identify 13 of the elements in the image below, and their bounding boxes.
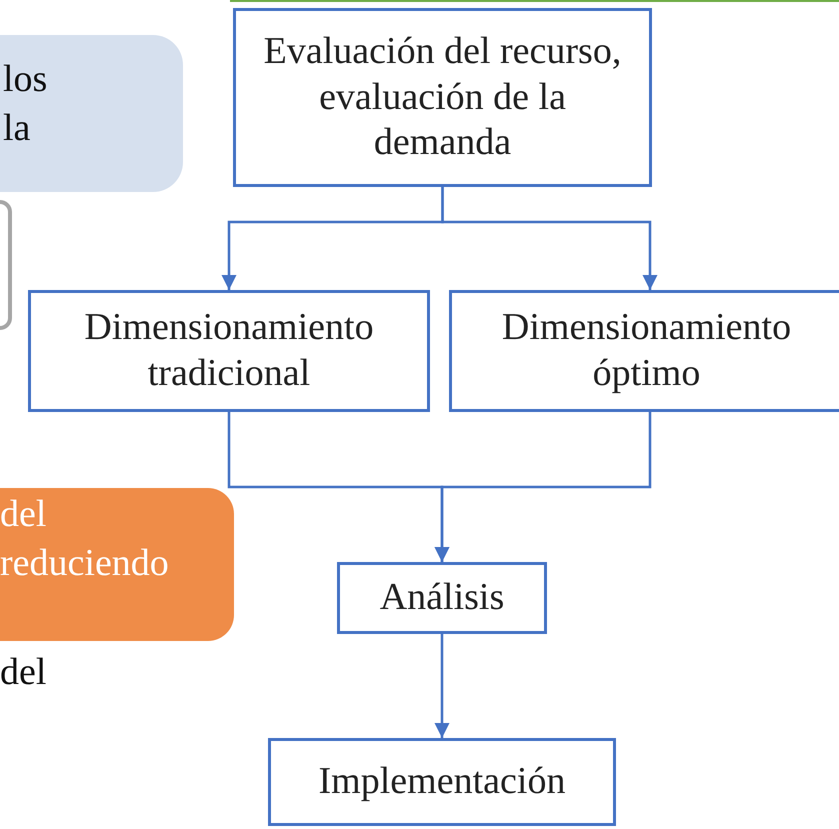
process-box: Dimensionamiento tradicional [28,290,430,412]
arrow [434,634,450,738]
process-box: Dimensionamiento óptimo [449,290,839,412]
process-box: Implementación [268,738,616,826]
callout-text: los la [3,57,48,151]
process-box: Análisis [337,562,547,634]
callout-text: del reduciendo [0,492,170,586]
text-fragment: del [0,650,46,695]
callout-box [0,35,183,192]
callout-box [0,488,234,641]
arrow [434,412,652,562]
arrow [441,187,658,290]
process-box: Evaluación del recurso, evaluación de la demanda [233,8,652,187]
